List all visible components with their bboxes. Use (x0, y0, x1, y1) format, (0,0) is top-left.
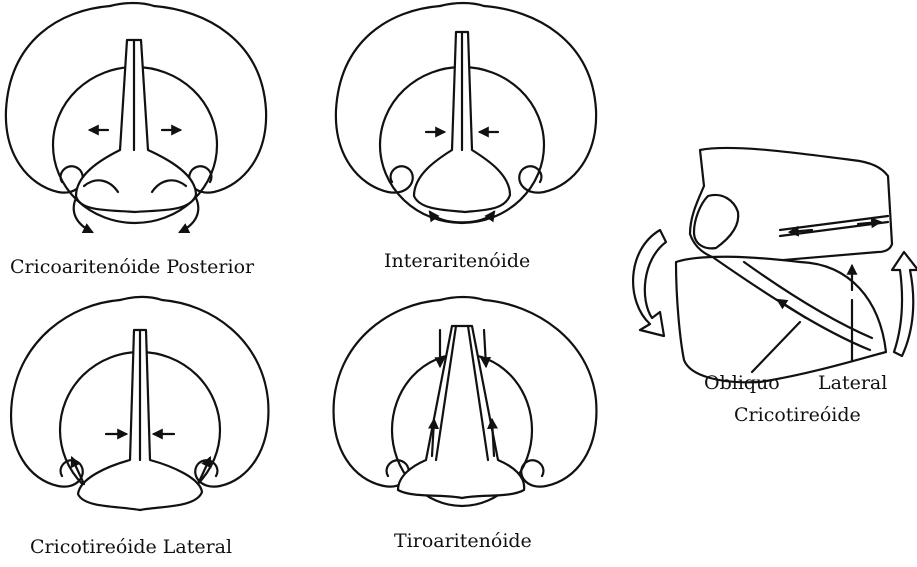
caption-lateral-cricothyroid: Cricotireóide Lateral (30, 536, 232, 558)
panel-posterior-cricoarytenoid (6, 3, 266, 232)
caption-interarytenoid: Interaritenóide (384, 250, 530, 272)
arrow-down-right (484, 330, 486, 366)
thyroid-outline (334, 300, 440, 487)
panel-interarytenoid (336, 3, 596, 223)
rotation-arrow-left (633, 230, 666, 336)
panel-lateral-cricothyroid (11, 297, 268, 510)
vocal-folds (398, 326, 524, 498)
caption-cricothyroid: Cricotireóide (734, 404, 861, 426)
panel-thyroarytenoid (334, 297, 597, 506)
caption-posterior-cricoarytenoid: Cricoaritenóide Posterior (10, 256, 254, 278)
cricoid-cartilage (676, 257, 886, 383)
caption-thyroarytenoid: Tiroaritenóide (394, 530, 532, 552)
thyroid-outline (336, 6, 440, 193)
label-oblique: Obliquo (704, 372, 780, 394)
panel-cricothyroid-side (633, 148, 917, 382)
rotation-arrow-right (892, 252, 917, 356)
vocal-folds (76, 40, 196, 212)
label-lateral: Lateral (818, 372, 887, 394)
